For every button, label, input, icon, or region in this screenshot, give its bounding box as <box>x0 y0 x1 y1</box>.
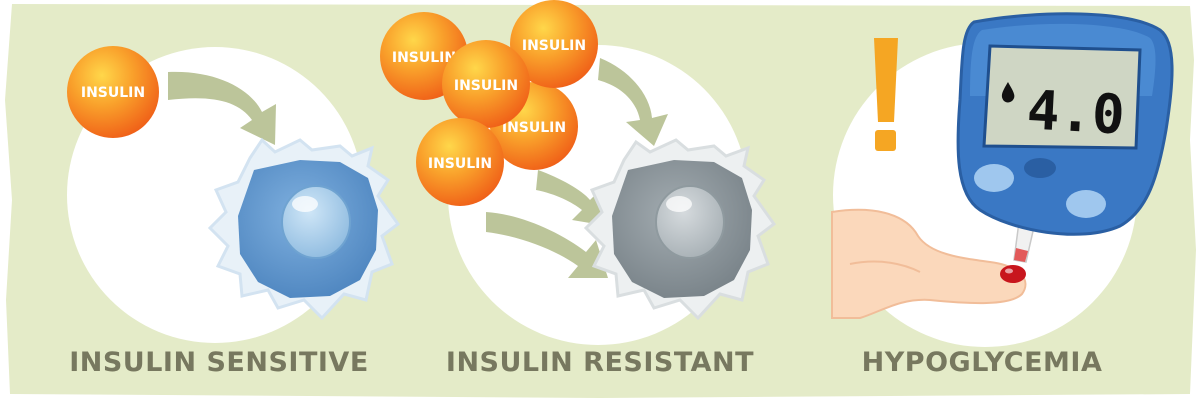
insulin-ball: INSULIN <box>442 40 530 128</box>
insulin-label: INSULIN <box>392 50 456 66</box>
blood-drop-icon <box>1000 265 1026 283</box>
insulin-label: INSULIN <box>502 120 566 136</box>
glucose-meter-icon: 4.0 <box>956 12 1174 263</box>
insulin-label: INSULIN <box>428 156 492 172</box>
meter-reading: 4.0 <box>1026 78 1127 146</box>
meter-button-right <box>1066 190 1106 218</box>
panel-label-sensitive: INSULIN SENSITIVE <box>69 347 369 378</box>
cell-icon <box>583 138 777 321</box>
panel-insulin-resistant: INSULIN INSULIN INSULIN INSULIN INSULIN … <box>380 0 777 378</box>
arrow-icon <box>536 170 608 226</box>
exclamation-icon <box>874 38 898 151</box>
panel-label-hypoglycemia: HYPOGLYCEMIA <box>862 347 1103 378</box>
meter-button-left <box>974 164 1014 192</box>
insulin-label: INSULIN <box>454 78 518 94</box>
insulin-ball: INSULIN <box>416 118 504 206</box>
panel-insulin-sensitive: INSULIN INSULIN SENSITIVE <box>67 46 401 378</box>
insulin-ball: INSULIN <box>67 46 159 138</box>
insulin-label: INSULIN <box>522 38 586 54</box>
panel-hypoglycemia: 4.0 HYPOGLYCEMIA <box>831 12 1174 378</box>
panel-label-resistant: INSULIN RESISTANT <box>446 347 754 378</box>
arrow-icon <box>598 58 668 146</box>
cell-icon <box>207 137 401 321</box>
arrow-icon <box>168 71 276 145</box>
insulin-ball: INSULIN <box>510 0 598 88</box>
arrow-icon <box>486 212 608 278</box>
insulin-label: INSULIN <box>81 85 145 101</box>
